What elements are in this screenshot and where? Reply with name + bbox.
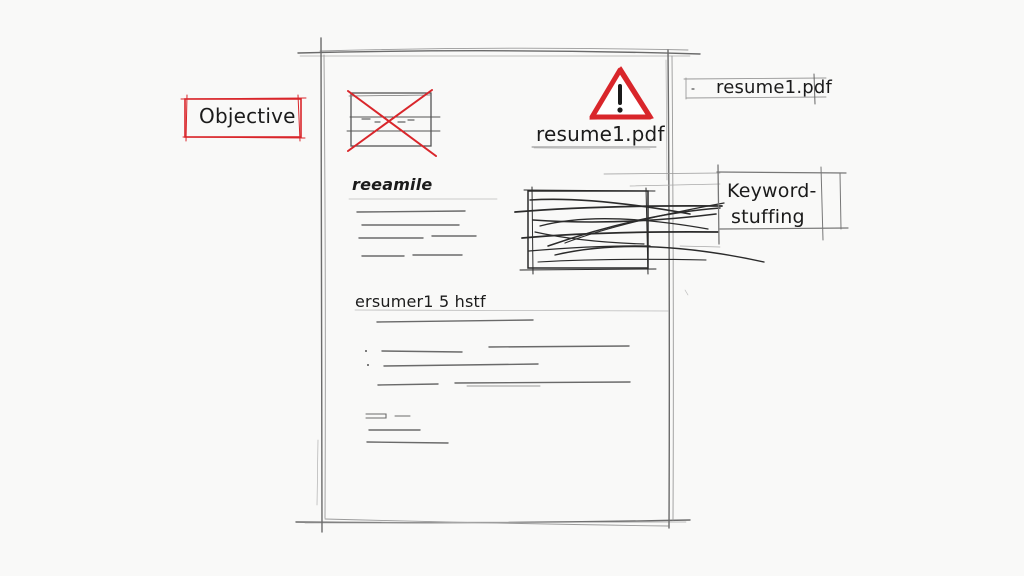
- keyword-stuffing-line-2: stuffing: [731, 206, 805, 228]
- section-2-heading: ersumer1 5 hstf: [355, 292, 486, 311]
- warning-triangle-icon: [589, 66, 654, 120]
- corner-filename-label: resume1.pdf: [716, 77, 833, 98]
- section-2-lines: [354, 309, 669, 444]
- corner-filename-box: [683, 73, 827, 105]
- keyword-stuffing-box: [684, 164, 849, 296]
- keyword-stuffing-label: Keyword- stuffing: [727, 178, 817, 230]
- keyword-stuffing-line-1: Keyword-: [727, 180, 817, 202]
- scribbled-text-block-icon: [514, 172, 765, 275]
- section-1-heading: reeamile: [352, 175, 433, 194]
- section-1-lines: [348, 198, 498, 257]
- objective-label: Objective: [199, 104, 296, 128]
- warning-filename-label: resume1.pdf: [536, 122, 665, 146]
- crossed-out-photo-icon: [346, 89, 441, 157]
- document-page-frame: [295, 37, 701, 533]
- objective-red-box: [180, 94, 307, 142]
